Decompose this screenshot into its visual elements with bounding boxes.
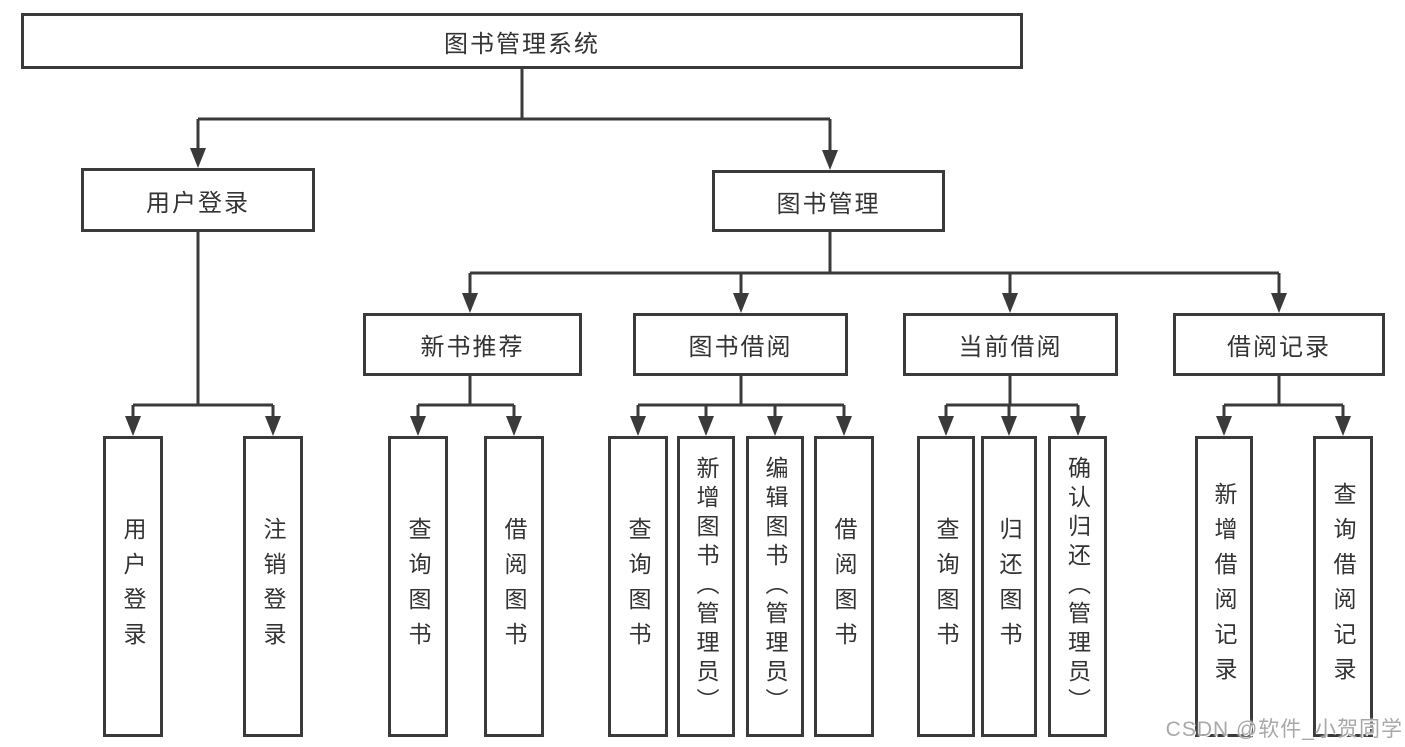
arrow-to-leaf-current-query [938,416,954,436]
leaf-logout: 注销登录 [243,436,303,737]
leaf-current-query-books: 查询图书 [917,436,975,737]
arrow-to-user-login [190,148,206,168]
leaf-user-login: 用户登录 [103,436,163,737]
arrow-to-new-book-recommend [462,293,478,313]
arrow-to-book-borrowing [733,293,749,313]
arrow-to-leaf-records-add [1216,416,1232,436]
leaf-borrowing-add-books-admin: 新增图书（管理员） [677,436,735,737]
connector-records-to-leaves [1222,376,1345,419]
leaf-recommend-borrow-books: 借阅图书 [484,436,544,737]
leaf-borrowing-edit-books-admin: 编辑图书（管理员） [746,436,804,737]
node-book-management: 图书管理 [712,170,945,232]
leaf-current-confirm-return-admin: 确认归还（管理员） [1048,436,1107,737]
connector-book-management-to-level3 [468,232,1281,296]
arrow-to-leaf-current-return [1001,416,1017,436]
arrow-to-leaf-user-login [125,416,141,436]
arrow-to-leaf-records-query [1335,416,1351,436]
leaf-records-add-record: 新增借阅记录 [1195,436,1253,737]
arrow-to-leaf-recommend-query [410,416,426,436]
arrow-to-leaf-current-confirm [1070,416,1086,436]
arrow-to-leaf-borrowing-edit [767,416,783,436]
connector-current-to-leaves [944,376,1080,419]
node-root-library-system: 图书管理系统 [21,13,1023,69]
node-borrowing-records: 借阅记录 [1173,313,1385,376]
arrow-to-current-borrowing [1002,293,1018,313]
arrow-to-borrowing-records [1271,293,1287,313]
arrow-to-leaf-borrowing-query [630,416,646,436]
connector-root-to-level2 [196,69,832,153]
arrow-to-leaf-logout [265,416,281,436]
leaf-records-query-record: 查询借阅记录 [1313,436,1373,737]
leaf-borrowing-query-books: 查询图书 [608,436,668,737]
arrow-to-leaf-borrowing-add [698,416,714,436]
connector-recommend-to-leaves [416,376,516,419]
csdn-watermark: CSDN @软件_小贺同学 [1165,718,1403,741]
leaf-borrowing-borrow-books: 借阅图书 [814,436,874,737]
node-book-borrowing: 图书借阅 [633,313,848,376]
connector-user-login-to-leaves [131,232,275,419]
arrow-to-book-management [822,150,838,170]
arrow-to-leaf-recommend-borrow [506,416,522,436]
connector-borrowing-to-leaves [636,376,846,419]
arrow-to-leaf-borrowing-borrow [836,416,852,436]
node-current-borrowing: 当前借阅 [903,313,1118,376]
leaf-current-return-books: 归还图书 [981,436,1037,737]
node-user-login: 用户登录 [81,168,315,232]
leaf-recommend-query-books: 查询图书 [388,436,448,737]
node-new-book-recommend: 新书推荐 [363,313,582,376]
